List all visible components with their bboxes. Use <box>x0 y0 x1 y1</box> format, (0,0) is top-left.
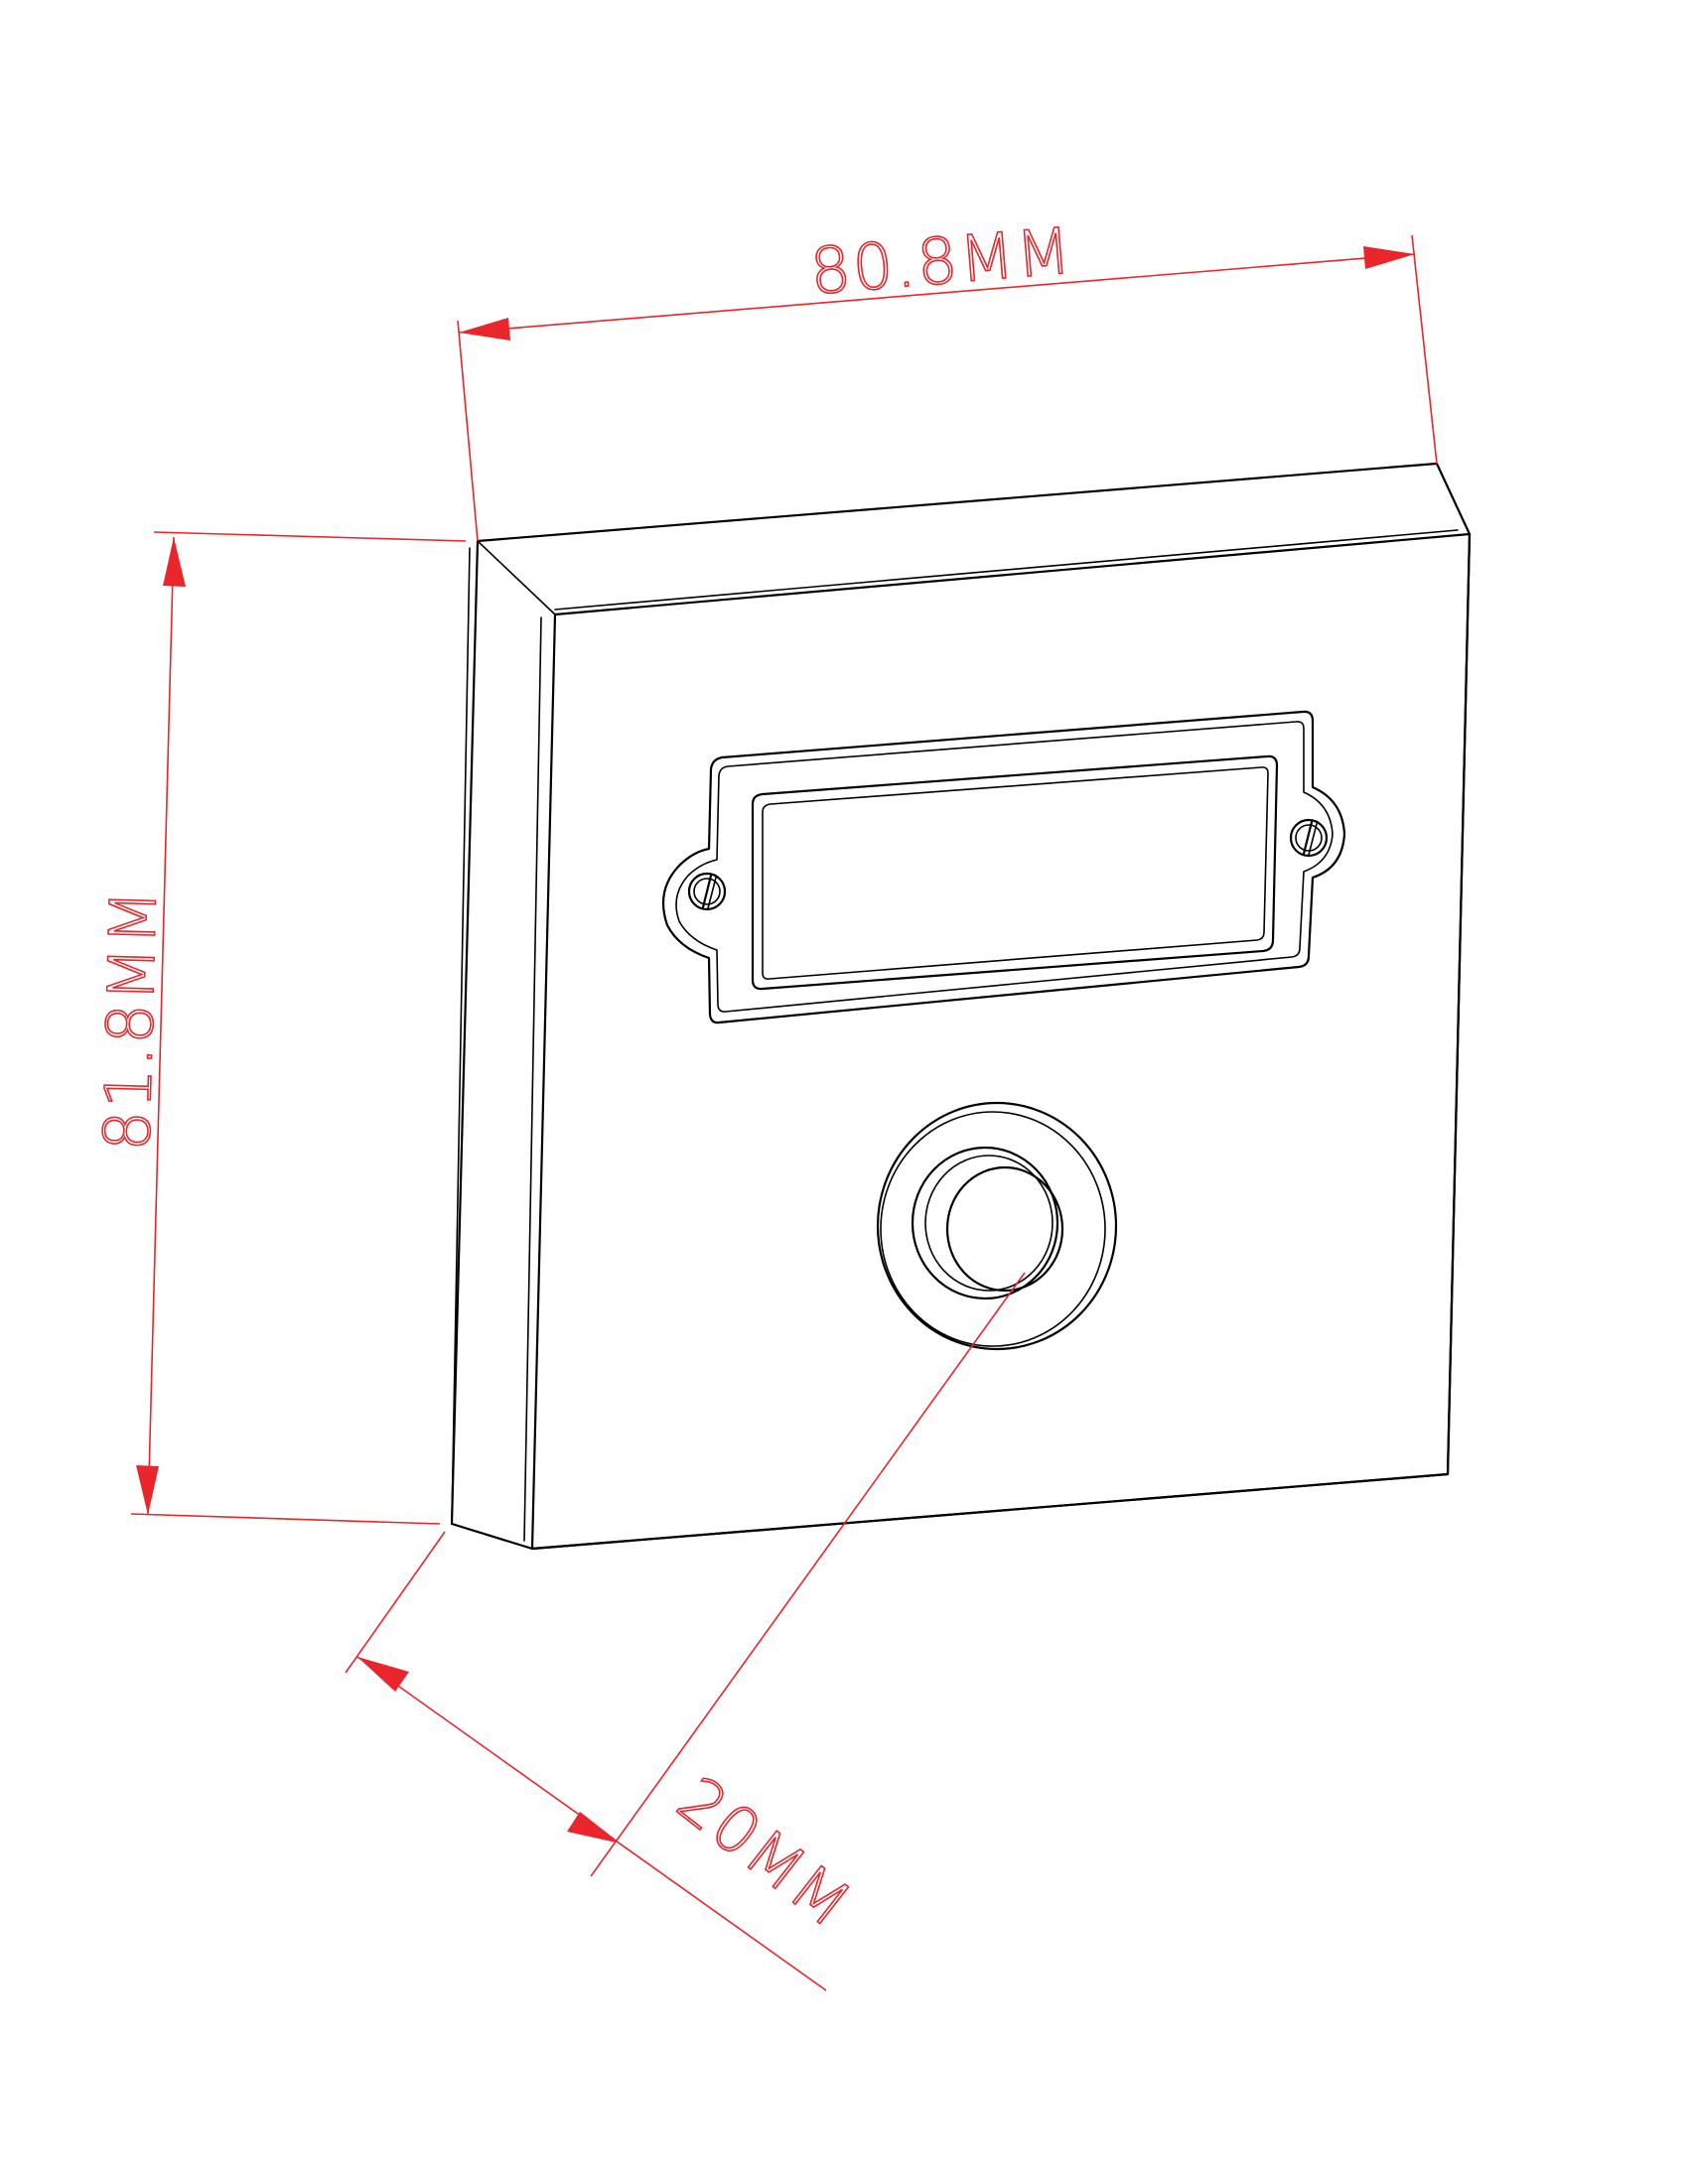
label-window <box>751 754 1279 991</box>
plate-top-bevel <box>477 540 556 615</box>
depth-extension-near <box>345 1531 446 1674</box>
depth-extension-far <box>590 1272 1026 1877</box>
width-dimension: 80.8MM <box>457 214 1438 542</box>
height-label: 81.8MM <box>91 887 172 1153</box>
height-arrow-top <box>163 537 186 587</box>
width-extension-right <box>1411 234 1438 465</box>
button-ring-inner <box>924 1155 1054 1292</box>
label-frame-outer <box>661 710 1346 1024</box>
plate-front-face <box>530 532 1472 1551</box>
plate-side-inner-edge <box>523 616 542 1542</box>
depth-arrow-far <box>567 1812 621 1843</box>
depth-dimension: 20MM <box>345 1272 1026 1991</box>
height-dimension-line <box>147 536 175 1516</box>
width-label: 80.8MM <box>807 214 1075 309</box>
dimensions: 80.8MM 81.8MM 20MM <box>90 214 1438 1991</box>
depth-label: 20MM <box>663 1763 865 1943</box>
button-ring <box>911 1146 1059 1300</box>
left-screw <box>687 872 727 911</box>
plate-top-inner-edge <box>554 529 1459 611</box>
right-screw <box>1289 818 1329 858</box>
name-label-holder <box>661 710 1346 1024</box>
width-dimension-line <box>458 253 1416 334</box>
width-extension-left <box>457 320 479 542</box>
label-window-inner <box>762 766 1269 980</box>
button-cap <box>945 1165 1064 1293</box>
label-frame-inner-rim <box>675 721 1334 1013</box>
depth-arrow-near <box>357 1657 409 1692</box>
plate-silhouette <box>450 462 1472 1551</box>
height-extension-bottom <box>130 1513 441 1525</box>
width-arrow-left <box>459 318 510 341</box>
doorbell-plate <box>450 462 1472 1551</box>
height-dimension: 81.8MM <box>90 531 467 1525</box>
plate-side-edge <box>451 547 471 1525</box>
push-button <box>876 1101 1118 1351</box>
height-arrow-bottom <box>136 1465 159 1515</box>
button-bezel-outer <box>876 1101 1118 1351</box>
height-extension-top <box>153 531 467 542</box>
width-arrow-right <box>1363 246 1415 269</box>
button-bezel-rim <box>880 1111 1106 1347</box>
